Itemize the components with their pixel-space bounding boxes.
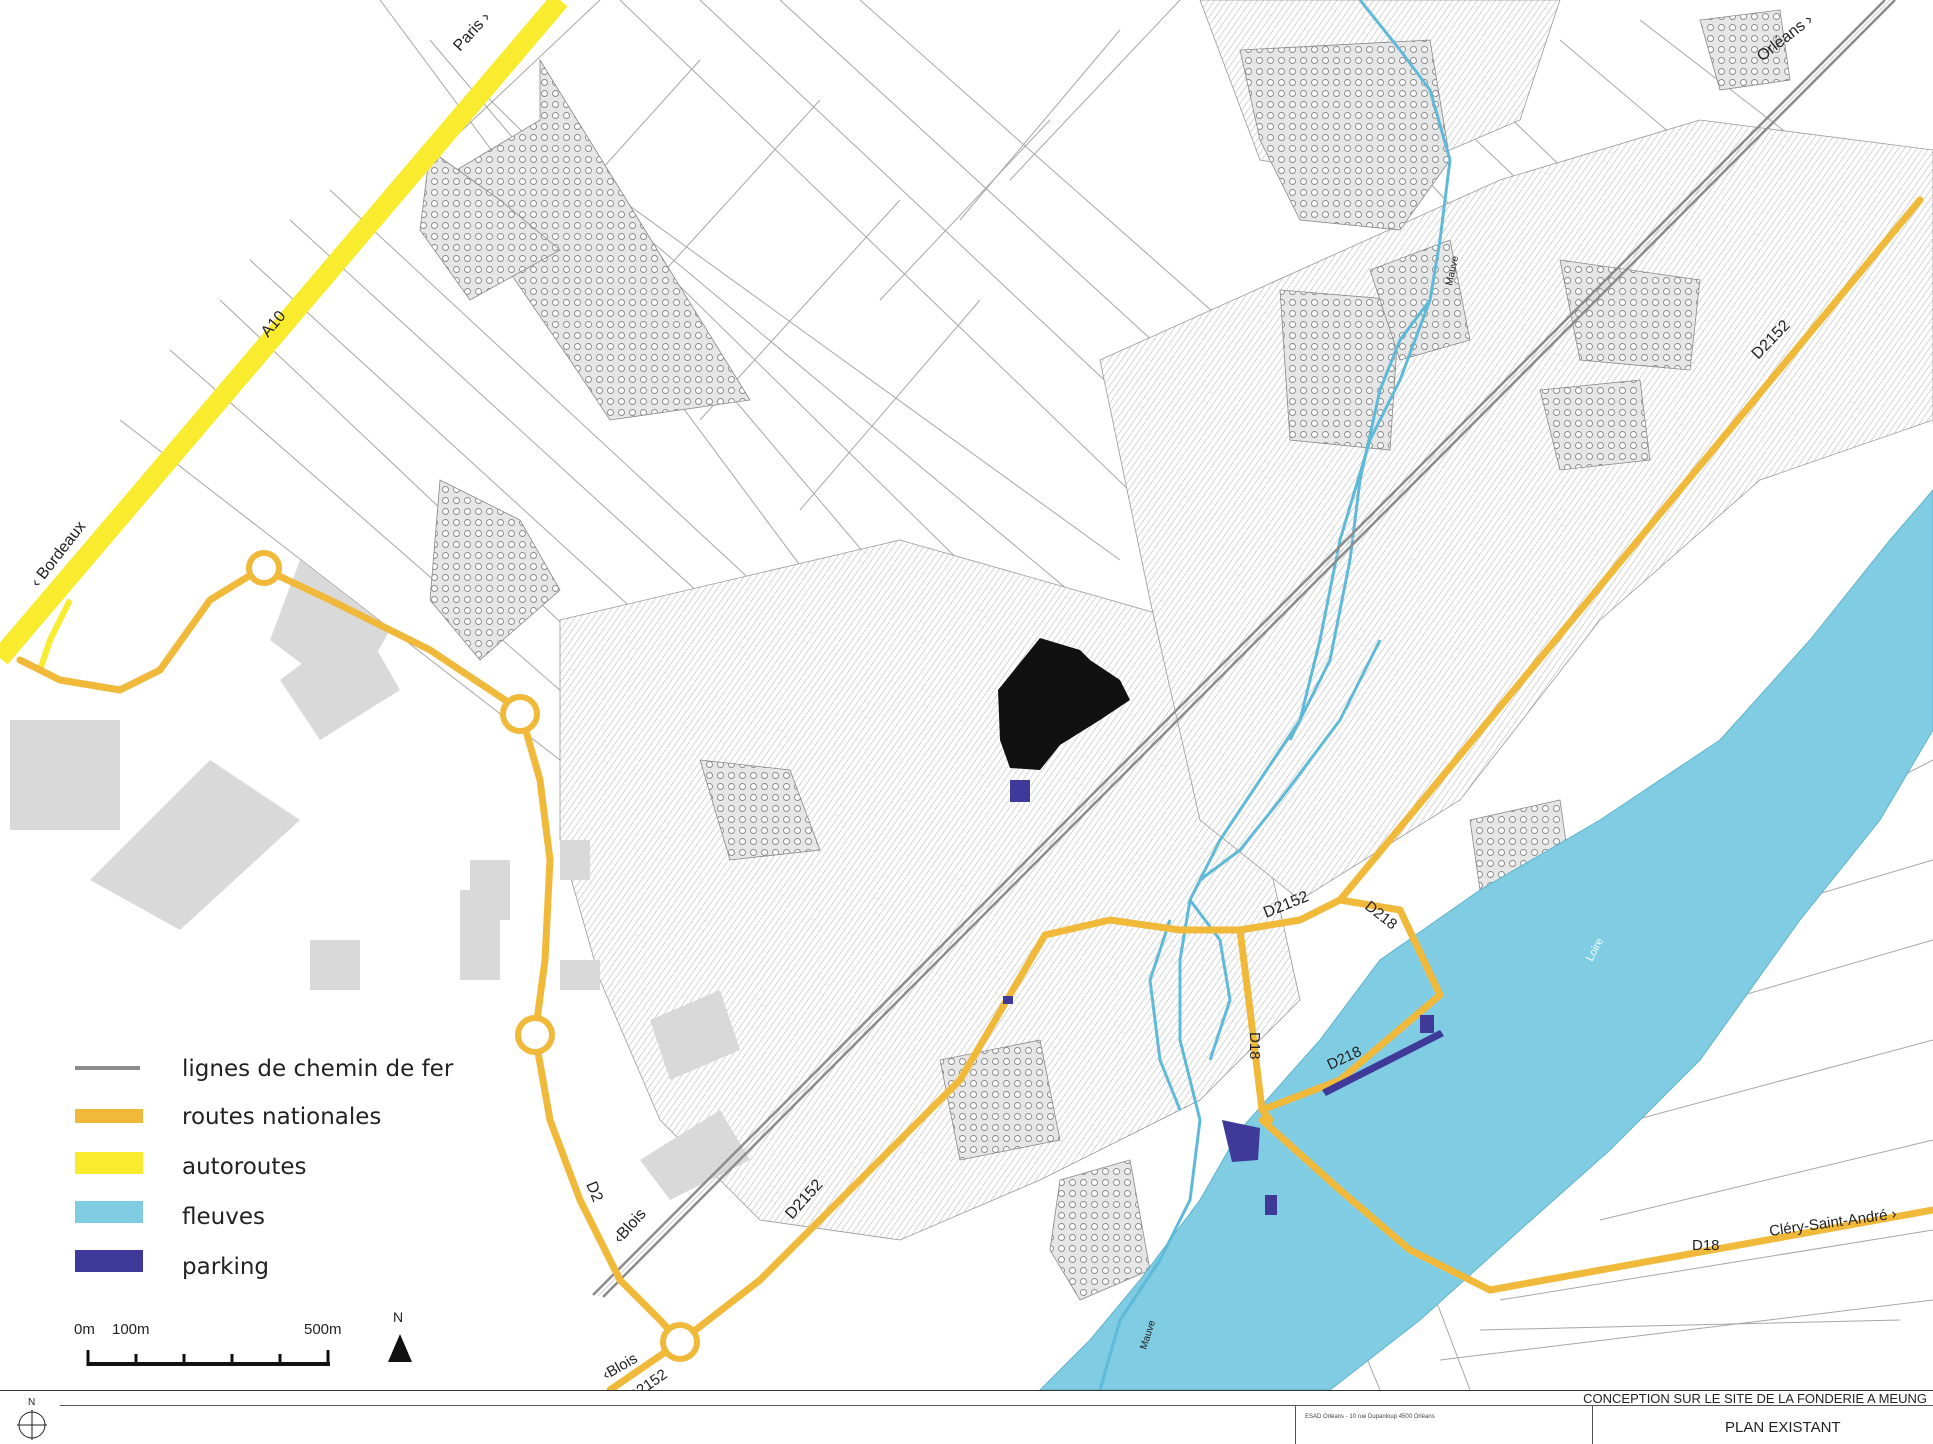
title-block-rule (60, 1405, 1933, 1406)
woodland-areas (419, 9, 1791, 1301)
school-address: ESAD Orléans - 10 rue Dupanloup 4500 Orl… (1305, 1414, 1435, 1420)
legend-label-rail: lignes de chemin de fer (182, 1056, 454, 1082)
roundabout-sw (515, 1015, 555, 1055)
label-d18-east: D18 (1692, 1237, 1720, 1254)
parking-areas (1003, 780, 1444, 1215)
compass-icon: N (17, 1397, 47, 1440)
roundabout-nw (246, 550, 282, 586)
legend-label-parking: parking (182, 1254, 269, 1280)
legend-swatch-parking (75, 1250, 143, 1272)
north-arrow: N (388, 1309, 412, 1362)
a10-slip-road (37, 598, 73, 671)
scale-label-mid: 100m (112, 1321, 150, 1338)
title-block: N CONCEPTION SUR LE SITE DE LA FONDERIE … (0, 1390, 1933, 1444)
title-block-divider-1 (1295, 1405, 1296, 1444)
parking-south (1265, 1195, 1277, 1215)
label-blois-sw: ‹Blois (600, 1350, 641, 1383)
parking-site (1010, 780, 1030, 802)
roundabout-s (660, 1322, 700, 1362)
scale-bar: 0m 100m 500m (74, 1321, 342, 1366)
north-arrow-label: N (393, 1309, 403, 1325)
legend-label-nationales: routes nationales (182, 1104, 381, 1130)
legend-item-autoroutes: autoroutes (75, 1152, 307, 1180)
legend-item-nationales: routes nationales (75, 1104, 381, 1130)
parking-quay (1322, 1030, 1444, 1096)
legend-item-rail: lignes de chemin de fer (75, 1056, 454, 1082)
legend-item-parking: parking (75, 1250, 269, 1280)
a10-motorway (0, 0, 568, 665)
label-clery: Cléry-Saint-André › (1768, 1205, 1897, 1240)
legend-item-fleuves: fleuves (75, 1201, 265, 1230)
industrial-zone (10, 560, 750, 1200)
scale-label-zero: 0m (74, 1321, 95, 1338)
label-d2: D2 (582, 1179, 605, 1204)
parking-centre (1222, 1120, 1260, 1162)
title-block-divider-2 (1592, 1405, 1593, 1444)
mauve-stream (1098, 0, 1452, 1390)
compass-label: N (28, 1397, 35, 1408)
project-title: CONCEPTION SUR LE SITE DE LA FONDERIE A … (1583, 1391, 1927, 1406)
north-arrow-icon (388, 1334, 412, 1362)
parking-quay-end (1420, 1015, 1434, 1033)
legend-label-fleuves: fleuves (182, 1204, 265, 1230)
roundabouts (246, 550, 700, 1362)
railway-line (592, 0, 1896, 1298)
plan-title: PLAN EXISTANT (1725, 1419, 1841, 1436)
label-blois-rail: ‹Blois (610, 1206, 649, 1247)
legend-swatch-autoroutes (75, 1152, 143, 1174)
legend-swatch-fleuves (75, 1201, 143, 1223)
roundabout-w (500, 694, 540, 734)
label-d18-road: D18 (1246, 1032, 1263, 1060)
legend-label-autoroutes: autoroutes (182, 1154, 307, 1180)
foundry-site (998, 638, 1130, 770)
legend-swatch-nationales (75, 1109, 143, 1123)
label-paris: Paris › (450, 9, 494, 55)
scale-label-end: 500m (304, 1321, 342, 1338)
loire-river (1039, 489, 1933, 1390)
label-d218-a: D218 (1362, 898, 1401, 933)
parking-west (1003, 996, 1013, 1004)
legend: lignes de chemin de fer routes nationale… (60, 1040, 460, 1300)
